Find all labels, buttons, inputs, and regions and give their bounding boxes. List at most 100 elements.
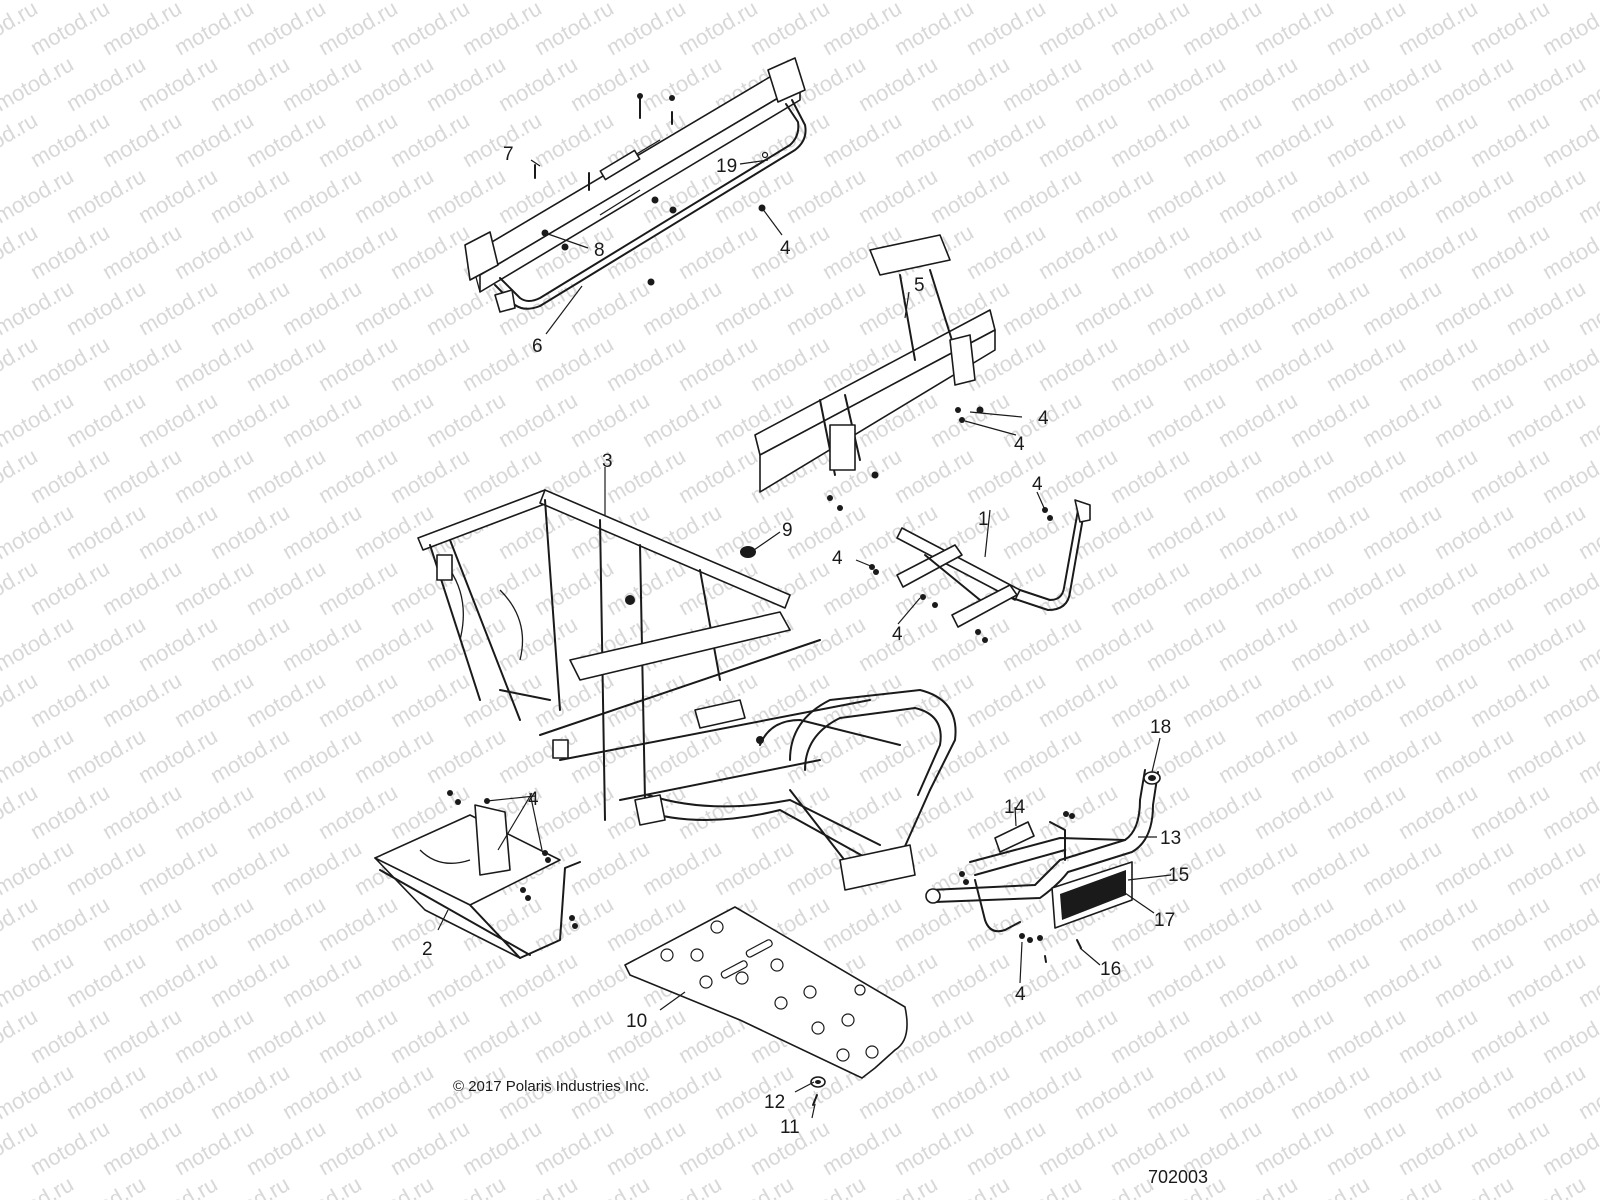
callout-5: 5: [914, 275, 925, 296]
watermark-text: motod.ru: [1214, 611, 1302, 676]
part-12-11-hardware: [810, 1076, 826, 1106]
watermark-text: motod.ru: [1178, 667, 1266, 732]
watermark-text: motod.ru: [674, 331, 762, 396]
watermark-text: motod.ru: [206, 163, 294, 228]
watermark-text: motod.ru: [1286, 723, 1374, 788]
part-15-17-grille: [1051, 861, 1133, 929]
watermark-text: motod.ru: [242, 555, 330, 620]
watermark-text: motod.ru: [1070, 611, 1158, 676]
watermark-text: motod.ru: [710, 835, 798, 900]
watermark-text: motod.ru: [422, 275, 510, 340]
watermark-text: motod.ru: [1142, 1059, 1230, 1124]
watermark-text: motod.ru: [530, 1003, 618, 1068]
watermark-text: motod.ru: [998, 275, 1086, 340]
watermark-text: motod.ru: [926, 387, 1014, 452]
watermark-text: motod.ru: [1394, 667, 1482, 732]
watermark-text: motod.ru: [530, 107, 618, 172]
watermark-text: motod.ru: [26, 331, 114, 396]
watermark-text: motod.ru: [494, 947, 582, 1012]
watermark-text: motod.ru: [674, 779, 762, 844]
watermark-text: motod.ru: [818, 0, 906, 60]
watermark-text: motod.ru: [854, 51, 942, 116]
watermark-text: motod.ru: [314, 107, 402, 172]
watermark-text: motod.ru: [1286, 947, 1374, 1012]
callout-4: 4: [832, 548, 843, 569]
watermark-text: motod.ru: [674, 443, 762, 508]
front-bumper-hardware: [959, 811, 1082, 963]
callout-11: 11: [780, 1117, 800, 1138]
watermark-text: motod.ru: [26, 1003, 114, 1068]
watermark-text: motod.ru: [962, 1115, 1050, 1180]
watermark-text: motod.ru: [62, 163, 150, 228]
callout-3: 3: [602, 451, 613, 472]
watermark-text: motod.ru: [818, 1115, 906, 1180]
watermark-text: motod.ru: [206, 723, 294, 788]
watermark-text: motod.ru: [26, 107, 114, 172]
watermark-text: motod.ru: [134, 163, 222, 228]
callout-4: 4: [528, 789, 539, 810]
callout-4: 4: [1014, 434, 1025, 455]
watermark-text: motod.ru: [1394, 555, 1482, 620]
watermark-text: motod.ru: [1358, 835, 1446, 900]
watermark-text: motod.ru: [278, 499, 366, 564]
watermark-text: motod.ru: [422, 163, 510, 228]
watermark-text: motod.ru: [1430, 275, 1518, 340]
watermark-text: motod.ru: [1322, 331, 1410, 396]
watermark-text: motod.ru: [1034, 443, 1122, 508]
watermark-text: motod.ru: [458, 1115, 546, 1180]
watermark-text: motod.ru: [1430, 163, 1518, 228]
watermark-text: motod.ru: [1538, 891, 1600, 956]
watermark-text: motod.ru: [998, 947, 1086, 1012]
watermark-text: motod.ru: [1250, 443, 1338, 508]
callout-15: 15: [1168, 865, 1189, 886]
watermark-text: motod.ru: [1070, 51, 1158, 116]
watermark-text: motod.ru: [0, 387, 78, 452]
watermark-text: motod.ru: [0, 163, 78, 228]
watermark-text: motod.ru: [242, 331, 330, 396]
watermark-text: motod.ru: [1466, 107, 1554, 172]
watermark-text: motod.ru: [1250, 0, 1338, 60]
watermark-text: motod.ru: [926, 947, 1014, 1012]
watermark-text: motod.ru: [422, 51, 510, 116]
watermark-text: motod.ru: [1070, 1171, 1158, 1200]
watermark-text: motod.ru: [1322, 891, 1410, 956]
watermark-text: motod.ru: [818, 107, 906, 172]
watermark-text: motod.ru: [170, 331, 258, 396]
watermark-text: motod.ru: [1574, 0, 1600, 4]
watermark-text: motod.ru: [566, 387, 654, 452]
watermark-text: motod.ru: [0, 1059, 78, 1124]
watermark-text: motod.ru: [1430, 1059, 1518, 1124]
watermark-text: motod.ru: [98, 555, 186, 620]
watermark-text: motod.ru: [26, 555, 114, 620]
watermark-text: motod.ru: [278, 835, 366, 900]
watermark-text: motod.ru: [1358, 163, 1446, 228]
watermark-text: motod.ru: [1106, 331, 1194, 396]
watermark-text: motod.ru: [350, 1059, 438, 1124]
watermark-text: motod.ru: [1178, 891, 1266, 956]
watermark-text: motod.ru: [0, 0, 78, 4]
watermark-text: motod.ru: [278, 1171, 366, 1200]
watermark-text: motod.ru: [962, 0, 1050, 60]
watermark-text: motod.ru: [98, 443, 186, 508]
watermark-text: motod.ru: [1214, 499, 1302, 564]
watermark-text: motod.ru: [1430, 499, 1518, 564]
part-2-footwell: [374, 790, 581, 959]
watermark-text: motod.ru: [1214, 51, 1302, 116]
watermark-text: motod.ru: [1394, 443, 1482, 508]
watermark-text: motod.ru: [854, 275, 942, 340]
watermark-text: motod.ru: [1358, 387, 1446, 452]
watermark-text: motod.ru: [1250, 555, 1338, 620]
watermark-text: motod.ru: [926, 163, 1014, 228]
watermark-text: motod.ru: [98, 1003, 186, 1068]
watermark-text: motod.ru: [278, 51, 366, 116]
watermark-text: motod.ru: [1430, 611, 1518, 676]
watermark-text: motod.ru: [314, 331, 402, 396]
watermark-text: motod.ru: [386, 1115, 474, 1180]
watermark-text: motod.ru: [350, 51, 438, 116]
watermark-text: motod.ru: [1358, 611, 1446, 676]
watermark-text: motod.ru: [26, 779, 114, 844]
watermark-text: motod.ru: [206, 275, 294, 340]
watermark-text: motod.ru: [854, 163, 942, 228]
watermark-text: motod.ru: [1106, 219, 1194, 284]
